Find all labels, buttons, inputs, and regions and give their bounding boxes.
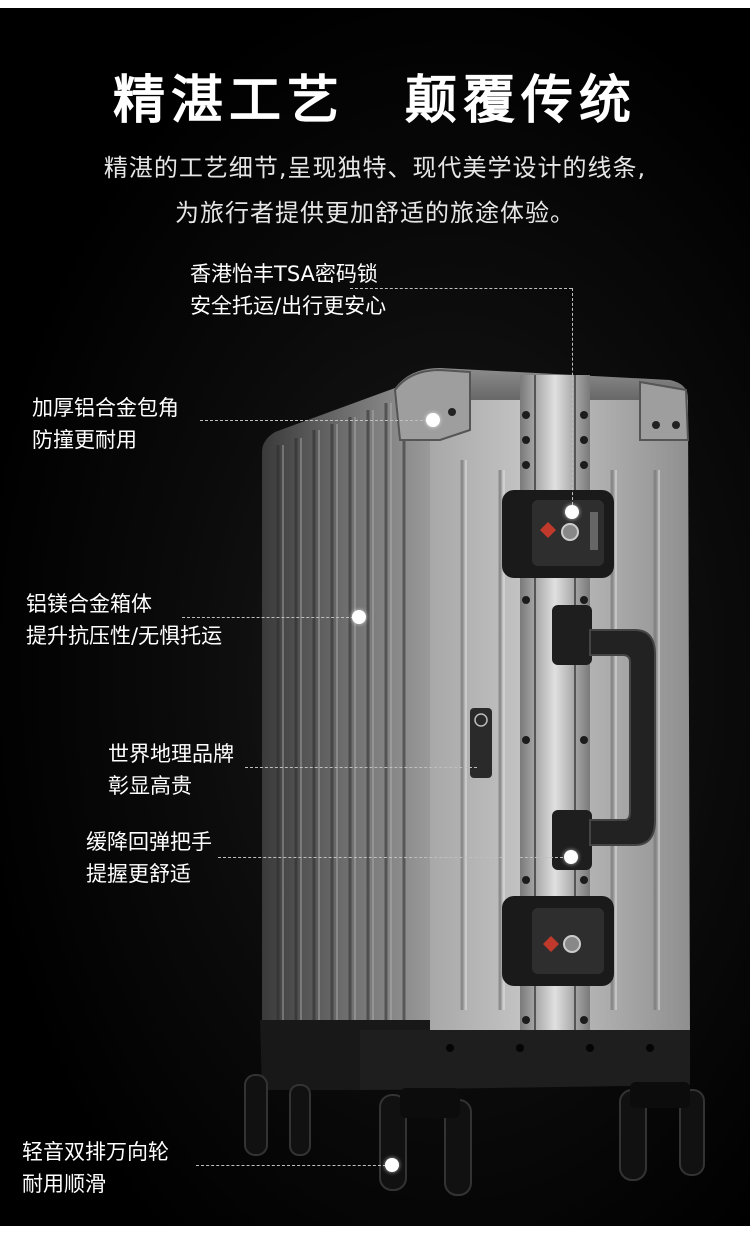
callout-wheels-line-1: 轻音双排万向轮 [22, 1140, 169, 1164]
handle-mount-top [552, 605, 592, 665]
callout-brand: 世界地理品牌 彰显高贵 [108, 738, 234, 802]
callout-body-line-2: 提升抗压性/无惧托运 [26, 624, 223, 648]
callout-body-line-1: 铝镁合金箱体 [26, 592, 152, 616]
callout-brand-line-2: 彰显高贵 [108, 774, 192, 798]
callout-corner-line-2: 防撞更耐用 [32, 428, 137, 452]
callout-lock-line-2: 安全托运/出行更安心 [190, 294, 387, 318]
wheels-marker [385, 1158, 399, 1172]
callout-handle-line-2: 提握更舒适 [86, 862, 191, 886]
top-border [0, 0, 750, 8]
corner-protector-top-right [639, 380, 690, 441]
handle-marker [564, 850, 578, 864]
callout-brand-line-1: 世界地理品牌 [108, 742, 234, 766]
callout-wheels: 轻音双排万向轮 耐用顺滑 [22, 1136, 169, 1200]
callout-handle: 缓降回弹把手 提握更舒适 [86, 826, 212, 890]
bottom-border [0, 1226, 750, 1246]
side-ribs [276, 398, 406, 1020]
subtitle-line-1: 精湛的工艺细节,呈现独特、现代美学设计的线条, [103, 154, 647, 182]
bottom-bumper-front [360, 1030, 690, 1090]
suitcase-side-panel [262, 388, 430, 1030]
callout-handle-line-1: 缓降回弹把手 [86, 830, 212, 854]
callout-body: 铝镁合金箱体 提升抗压性/无惧托运 [26, 588, 222, 652]
subtitle-line-2: 为旅行者提供更加舒适的旅途体验。 [175, 199, 575, 227]
callout-lock: 香港怡丰TSA密码锁 安全托运/出行更安心 [190, 258, 386, 322]
handle-mount-bottom [552, 810, 592, 870]
callout-corner-line-1: 加厚铝合金包角 [32, 396, 179, 420]
callout-wheels-line-2: 耐用顺滑 [22, 1172, 106, 1196]
title-part-2: 颠覆传统 [405, 71, 638, 131]
brand-plate [470, 708, 492, 778]
corner-protector-top-left [393, 368, 471, 441]
corner-marker [426, 413, 440, 427]
title-part-1: 精湛工艺 [112, 71, 345, 131]
callout-lock-line-1: 香港怡丰TSA密码锁 [190, 262, 378, 286]
lock-marker [565, 505, 579, 519]
body-marker [352, 610, 366, 624]
handle-grip [589, 629, 656, 846]
page-title: 精湛工艺颠覆传统 [0, 58, 750, 133]
callout-corner: 加厚铝合金包角 防撞更耐用 [32, 392, 179, 456]
